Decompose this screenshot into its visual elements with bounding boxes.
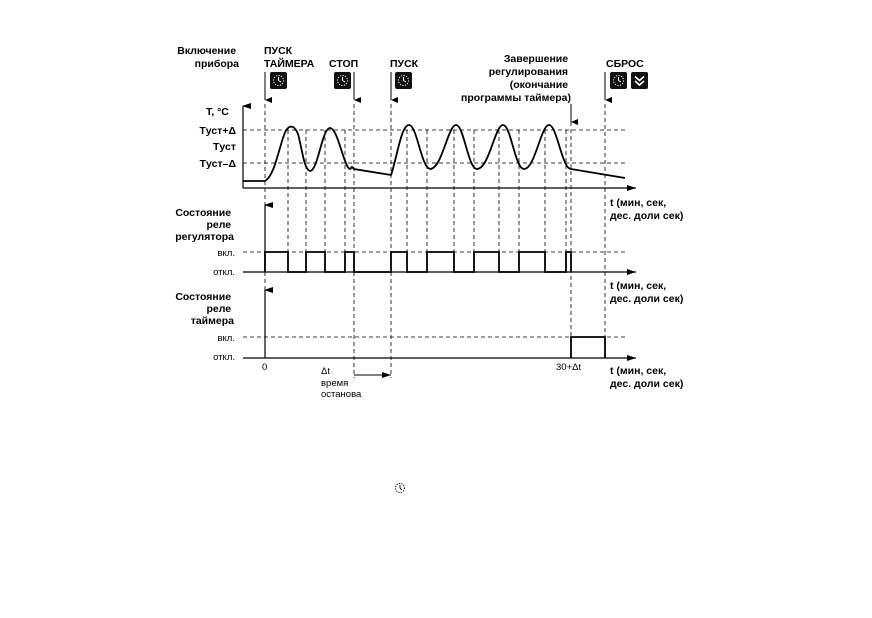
timer-relay-signal [570, 336, 606, 358]
power-on-label: Включение прибора [177, 45, 239, 70]
end-regulation-label: Завершение регулирования (окончание прог… [461, 53, 571, 104]
tick-delta: Δt [321, 366, 330, 377]
small-timer-icon [395, 483, 405, 493]
vertical-guides [264, 104, 606, 378]
timer-on-label: вкл. [218, 333, 236, 344]
timer-icon [610, 72, 627, 89]
tick-end: 30+Δt [556, 362, 581, 373]
timer-icon [395, 72, 412, 89]
regulator-relay-title: Состояние реле регулятора [175, 207, 234, 243]
stop-label: СТОП [329, 58, 358, 70]
tick-zero: 0 [262, 362, 267, 373]
stop-time-label: время останова [321, 378, 362, 400]
double-chevron-down-icon [631, 72, 648, 89]
regulator-off-label: откл. [213, 267, 235, 278]
time-axis-label-timer: t (мин, сек, дес. доли сек) [610, 365, 683, 390]
timer-off-label: откл. [213, 352, 235, 363]
timer-icon [270, 72, 287, 89]
timer-relay-title: Состояние реле таймера [175, 291, 234, 327]
time-axis-label-regulator: t (мин, сек, дес. доли сек) [610, 280, 683, 305]
reset-label: СБРОС [606, 58, 644, 70]
temperature-curve [243, 124, 626, 182]
timer-icon [334, 72, 351, 89]
t-set-minus-label: Tуст–Δ [200, 158, 237, 170]
t-set-label: Tуст [213, 141, 236, 153]
start-label: ПУСК [390, 58, 419, 70]
time-axis-label: t (мин, сек, дес. доли сек) [610, 197, 683, 222]
t-set-plus-label: Tуст+Δ [199, 125, 236, 137]
regulator-on-label: вкл. [218, 248, 236, 259]
regulator-relay-signal [264, 251, 572, 273]
timer-start-label: ПУСК ТАЙМЕРА [264, 45, 315, 70]
temperature-axis-label: T, °C [206, 106, 229, 118]
